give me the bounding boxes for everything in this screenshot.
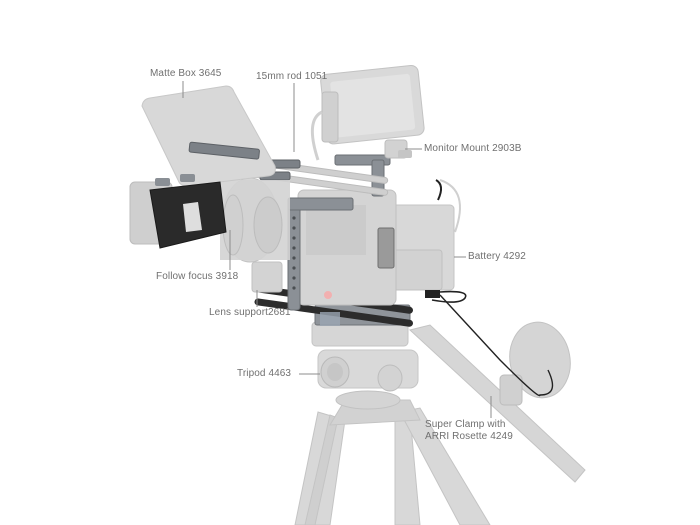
monitor: [310, 64, 425, 161]
camera-cage: [287, 154, 391, 311]
callout-battery: Battery 4292: [468, 251, 526, 262]
callout-follow-focus: Follow focus 3918: [156, 271, 239, 282]
callout-monitor-mount: Monitor Mount 2903B: [424, 143, 522, 154]
callout-15mm-rod: 15mm rod 1051: [256, 71, 328, 82]
callout-super-clamp: Super Clamp with ARRI Rosette 4249: [425, 419, 513, 443]
matte-box-flag: [141, 85, 276, 187]
matte-box-hood: [129, 174, 227, 249]
tripod-legs: [294, 399, 491, 525]
callout-super-clamp-line2: ARRI Rosette 4249: [425, 431, 513, 442]
callout-matte-box: Matte Box 3645: [150, 68, 222, 79]
callout-super-clamp-line1: Super Clamp with: [425, 419, 506, 430]
callout-lens-support: Lens support2681: [209, 307, 291, 318]
pan-handle: [408, 321, 586, 483]
lens-follow-focus: [220, 177, 290, 263]
camera-body: [297, 189, 397, 306]
leader-lines: [182, 81, 492, 418]
tripod-head: [311, 321, 419, 410]
callout-tripod: Tripod 4463: [237, 368, 292, 379]
